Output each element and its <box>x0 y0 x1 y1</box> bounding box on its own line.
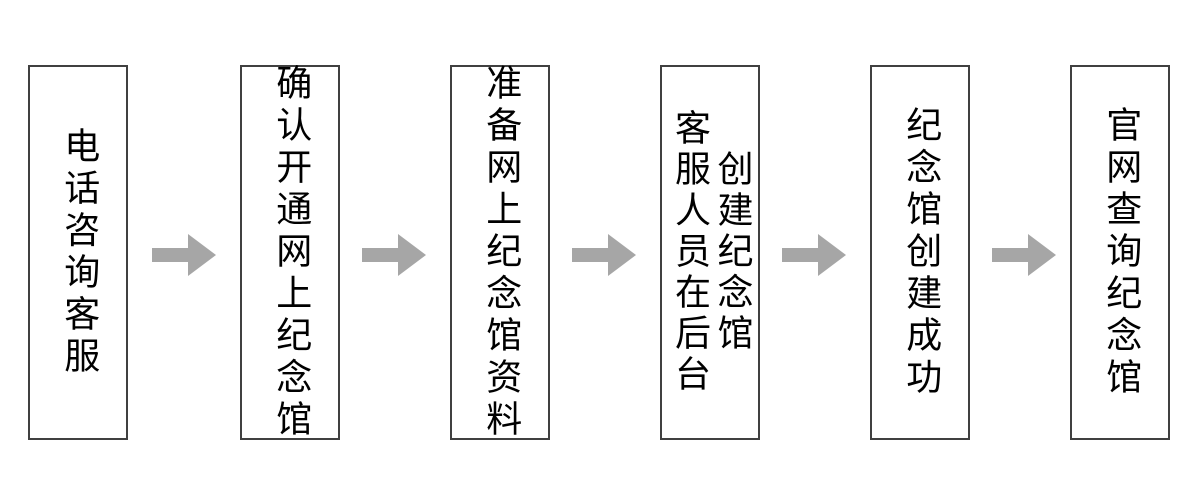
process-node-1-label: 电话咨询客服 <box>58 126 100 379</box>
flow-arrow-2 <box>362 232 426 278</box>
process-node-3[interactable]: 准备网上纪念馆资料 <box>450 63 550 442</box>
process-node-2[interactable]: 确认开通网上纪念馆 <box>240 63 340 442</box>
flow-arrow-1 <box>152 232 216 278</box>
process-node-3-label: 准备网上纪念馆资料 <box>480 63 522 442</box>
process-node-4-label-primary: 创建纪念馆 <box>711 150 753 355</box>
arrow-right-icon <box>992 234 1056 276</box>
flow-arrow-4 <box>782 232 846 278</box>
process-node-1[interactable]: 电话咨询客服 <box>28 65 128 440</box>
process-node-4-label-secondary: 客服人员在后台 <box>669 109 710 396</box>
arrow-right-icon <box>782 234 846 276</box>
arrow-right-icon <box>362 234 426 276</box>
process-node-2-label: 确认开通网上纪念馆 <box>270 63 312 442</box>
arrow-right-icon <box>152 234 216 276</box>
process-node-4[interactable]: 客服人员在后台 创建纪念馆 <box>660 65 760 440</box>
process-node-6[interactable]: 官网查询纪念馆 <box>1070 65 1170 440</box>
process-node-5-label: 纪念馆创建成功 <box>900 105 942 400</box>
arrow-right-icon <box>572 234 636 276</box>
flow-arrow-3 <box>572 232 636 278</box>
flow-arrow-5 <box>992 232 1056 278</box>
process-node-5[interactable]: 纪念馆创建成功 <box>870 65 970 440</box>
process-node-6-label: 官网查询纪念馆 <box>1100 105 1142 400</box>
